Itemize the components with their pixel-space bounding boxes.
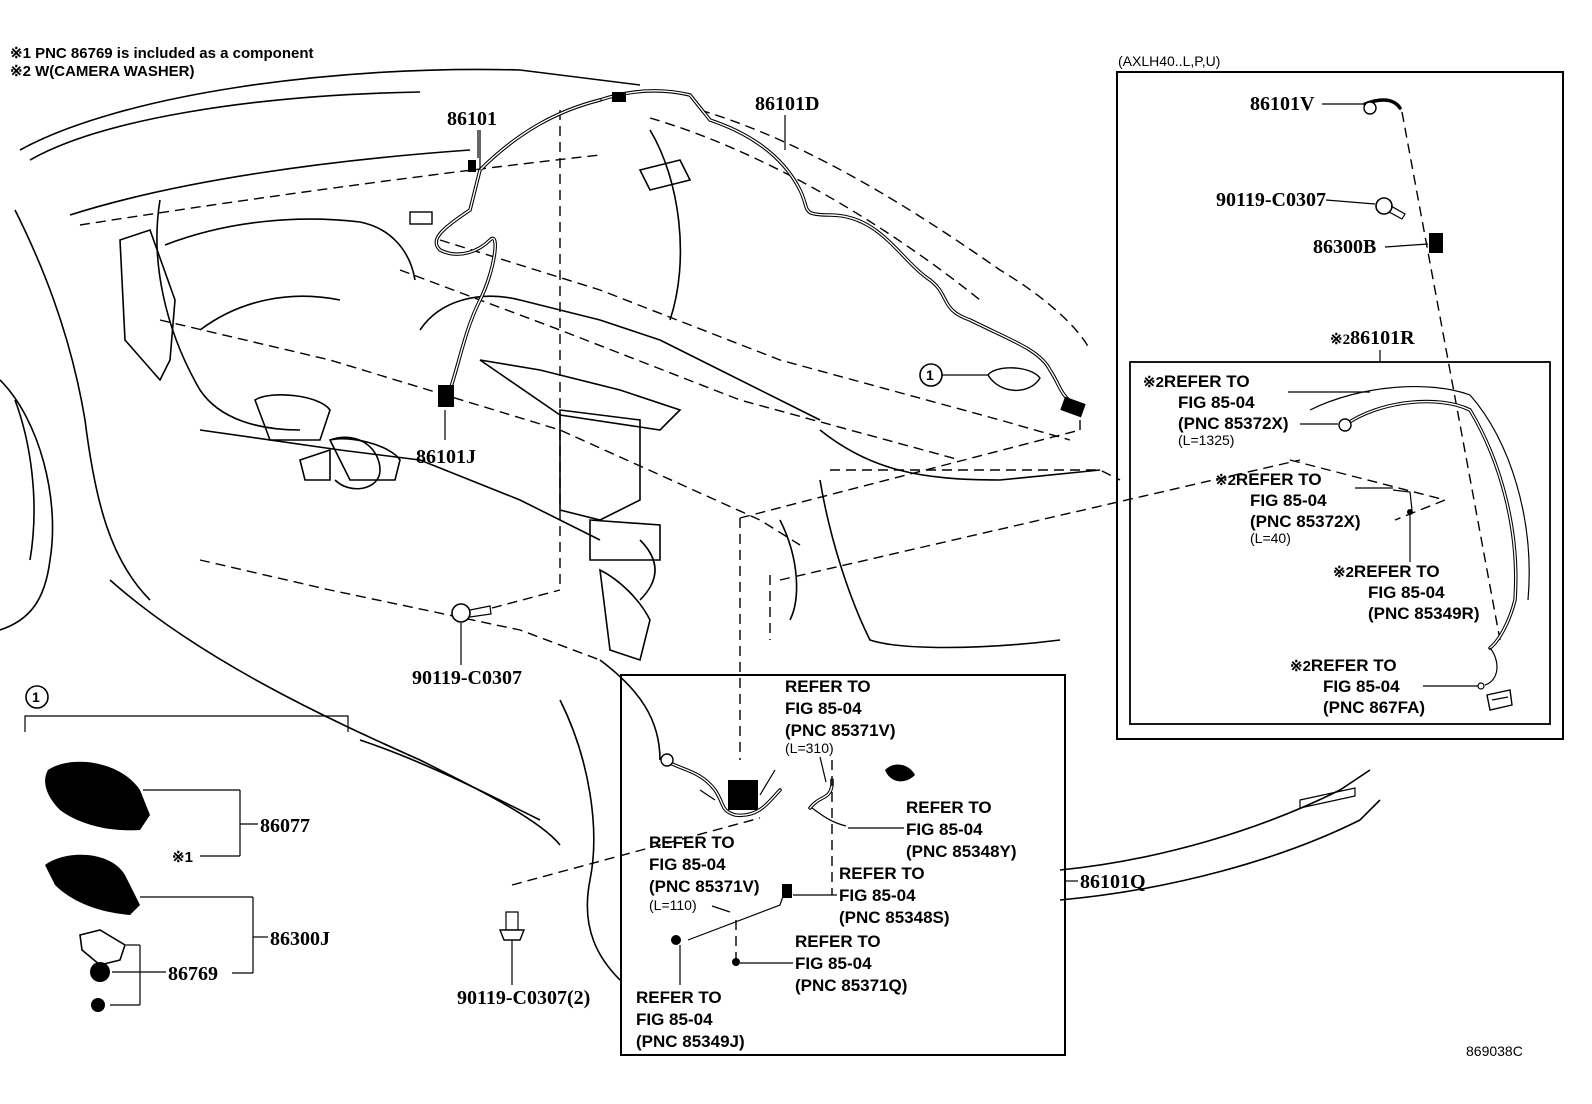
callout-1-detail: 1: [24, 685, 349, 732]
svg-text:※2REFER TO: ※2REFER TO: [1290, 656, 1397, 675]
svg-text:(PNC 85348Y): (PNC 85348Y): [906, 842, 1017, 861]
svg-text:(PNC 867FA): (PNC 867FA): [1323, 698, 1425, 717]
inset-ref-2: ※2REFER TO FIG 85-04 (PNC 85372X) (L=40): [1215, 470, 1393, 546]
part-86769-label: 86769: [168, 963, 218, 985]
box-ref-6: REFER TO FIG 85-04 (PNC 85349J): [636, 945, 745, 1051]
svg-text:REFER TO: REFER TO: [636, 988, 722, 1007]
svg-text:FIG 85-04: FIG 85-04: [1250, 491, 1327, 510]
part-86101Q-label: 86101Q: [1080, 871, 1146, 893]
svg-text:REFER TO: REFER TO: [649, 833, 735, 852]
svg-text:FIG 85-04: FIG 85-04: [1323, 677, 1400, 696]
svg-text:(PNC 85371V): (PNC 85371V): [649, 877, 760, 896]
svg-text:(PNC 85371V): (PNC 85371V): [785, 721, 896, 740]
svg-text:※2REFER TO: ※2REFER TO: [1215, 470, 1322, 489]
part-86101-label: 86101: [447, 108, 497, 130]
part-86101D-label: 86101D: [755, 93, 819, 115]
bolt-lower-label: 90119-C0307(2): [457, 987, 590, 1009]
inset-ref-3: ※2REFER TO FIG 85-04 (PNC 85349R): [1333, 515, 1480, 623]
vehicle-body-outline: [0, 68, 1381, 981]
svg-text:REFER TO: REFER TO: [839, 864, 925, 883]
svg-text:※2REFER TO: ※2REFER TO: [1333, 562, 1440, 581]
box-ref-2: REFER TO FIG 85-04 (PNC 85348Y): [848, 798, 1017, 861]
svg-text:1: 1: [32, 689, 40, 705]
drawing-id: 869038C: [1466, 1043, 1523, 1059]
bolt-inset-icon: [1375, 197, 1406, 220]
svg-text:FIG 85-04: FIG 85-04: [906, 820, 983, 839]
box-ref-1: REFER TO FIG 85-04 (PNC 85371V) (L=310): [785, 677, 896, 783]
svg-text:(PNC 85372X): (PNC 85372X): [1250, 512, 1361, 531]
main-wire-harness: [409, 89, 1086, 418]
note-1: ※1 PNC 86769 is included as a component: [10, 45, 314, 62]
svg-text:(PNC 85349R): (PNC 85349R): [1368, 604, 1480, 623]
svg-text:※2REFER TO: ※2REFER TO: [1143, 372, 1250, 391]
svg-text:(PNC 85349J): (PNC 85349J): [636, 1032, 745, 1051]
svg-text:FIG 85-04: FIG 85-04: [839, 886, 916, 905]
box-ref-5: REFER TO FIG 85-04 (PNC 85371Q): [740, 932, 907, 995]
svg-text:(PNC 85372X): (PNC 85372X): [1178, 414, 1289, 433]
connector-86101V-icon: [1363, 98, 1402, 115]
box-ref-4: REFER TO FIG 85-04 (PNC 85348S): [793, 864, 950, 927]
inset-ref-4: ※2REFER TO FIG 85-04 (PNC 867FA): [1290, 656, 1485, 717]
bolt-inset-label: 90119-C0307: [1216, 189, 1326, 211]
svg-text:1: 1: [926, 367, 934, 383]
bolt-main-label: 90119-C0307: [412, 667, 522, 689]
harness-86101Q-drawing: [660, 753, 915, 966]
svg-text:(L=1325): (L=1325): [1178, 432, 1234, 448]
clip-86300B-icon: [1429, 233, 1443, 253]
svg-text:FIG 85-04: FIG 85-04: [795, 954, 872, 973]
svg-text:FIG 85-04: FIG 85-04: [636, 1010, 713, 1029]
svg-text:(L=110): (L=110): [649, 897, 697, 913]
svg-text:(PNC 85348S): (PNC 85348S): [839, 908, 950, 927]
antenna-cover-icon: [45, 761, 150, 831]
bolt-main-icon: [451, 589, 561, 665]
svg-text:(L=310): (L=310): [785, 740, 834, 756]
svg-text:FIG 85-04: FIG 85-04: [785, 699, 862, 718]
part-86101R-label: ※286101R: [1330, 327, 1415, 349]
svg-text:REFER TO: REFER TO: [785, 677, 871, 696]
svg-text:(L=40): (L=40): [1250, 530, 1291, 546]
bolt-lower-icon: [498, 817, 761, 985]
variant-inset-frame: [1116, 71, 1564, 740]
inset-ref-1: ※2REFER TO FIG 85-04 (PNC 85372X) (L=132…: [1143, 372, 1370, 448]
part-86101J-label: 86101J: [416, 446, 476, 468]
box-ref-3: REFER TO FIG 85-04 (PNC 85371V) (L=110): [649, 833, 760, 913]
part-86300B-label: 86300B: [1313, 236, 1376, 258]
part-86077-note-mark: ※1: [172, 849, 193, 866]
note-2: ※2 W(CAMERA WASHER): [10, 63, 195, 80]
svg-text:REFER TO: REFER TO: [795, 932, 881, 951]
svg-text:FIG 85-04: FIG 85-04: [1368, 583, 1445, 602]
svg-text:FIG 85-04: FIG 85-04: [1178, 393, 1255, 412]
svg-text:REFER TO: REFER TO: [906, 798, 992, 817]
variant-label: (AXLH40..L,P,U): [1118, 53, 1220, 69]
callout-1-roof: 1: [919, 363, 1041, 392]
svg-text:FIG 85-04: FIG 85-04: [649, 855, 726, 874]
part-86300J-label: 86300J: [270, 928, 330, 950]
antenna-base-icon: [45, 854, 140, 1012]
svg-text:(PNC 85371Q): (PNC 85371Q): [795, 976, 907, 995]
camera-washer-subframe: [1129, 361, 1551, 725]
harness-86101Q-box: [620, 674, 1066, 1056]
part-86101V-label: 86101V: [1250, 93, 1315, 115]
part-86077-label: 86077: [260, 815, 310, 837]
